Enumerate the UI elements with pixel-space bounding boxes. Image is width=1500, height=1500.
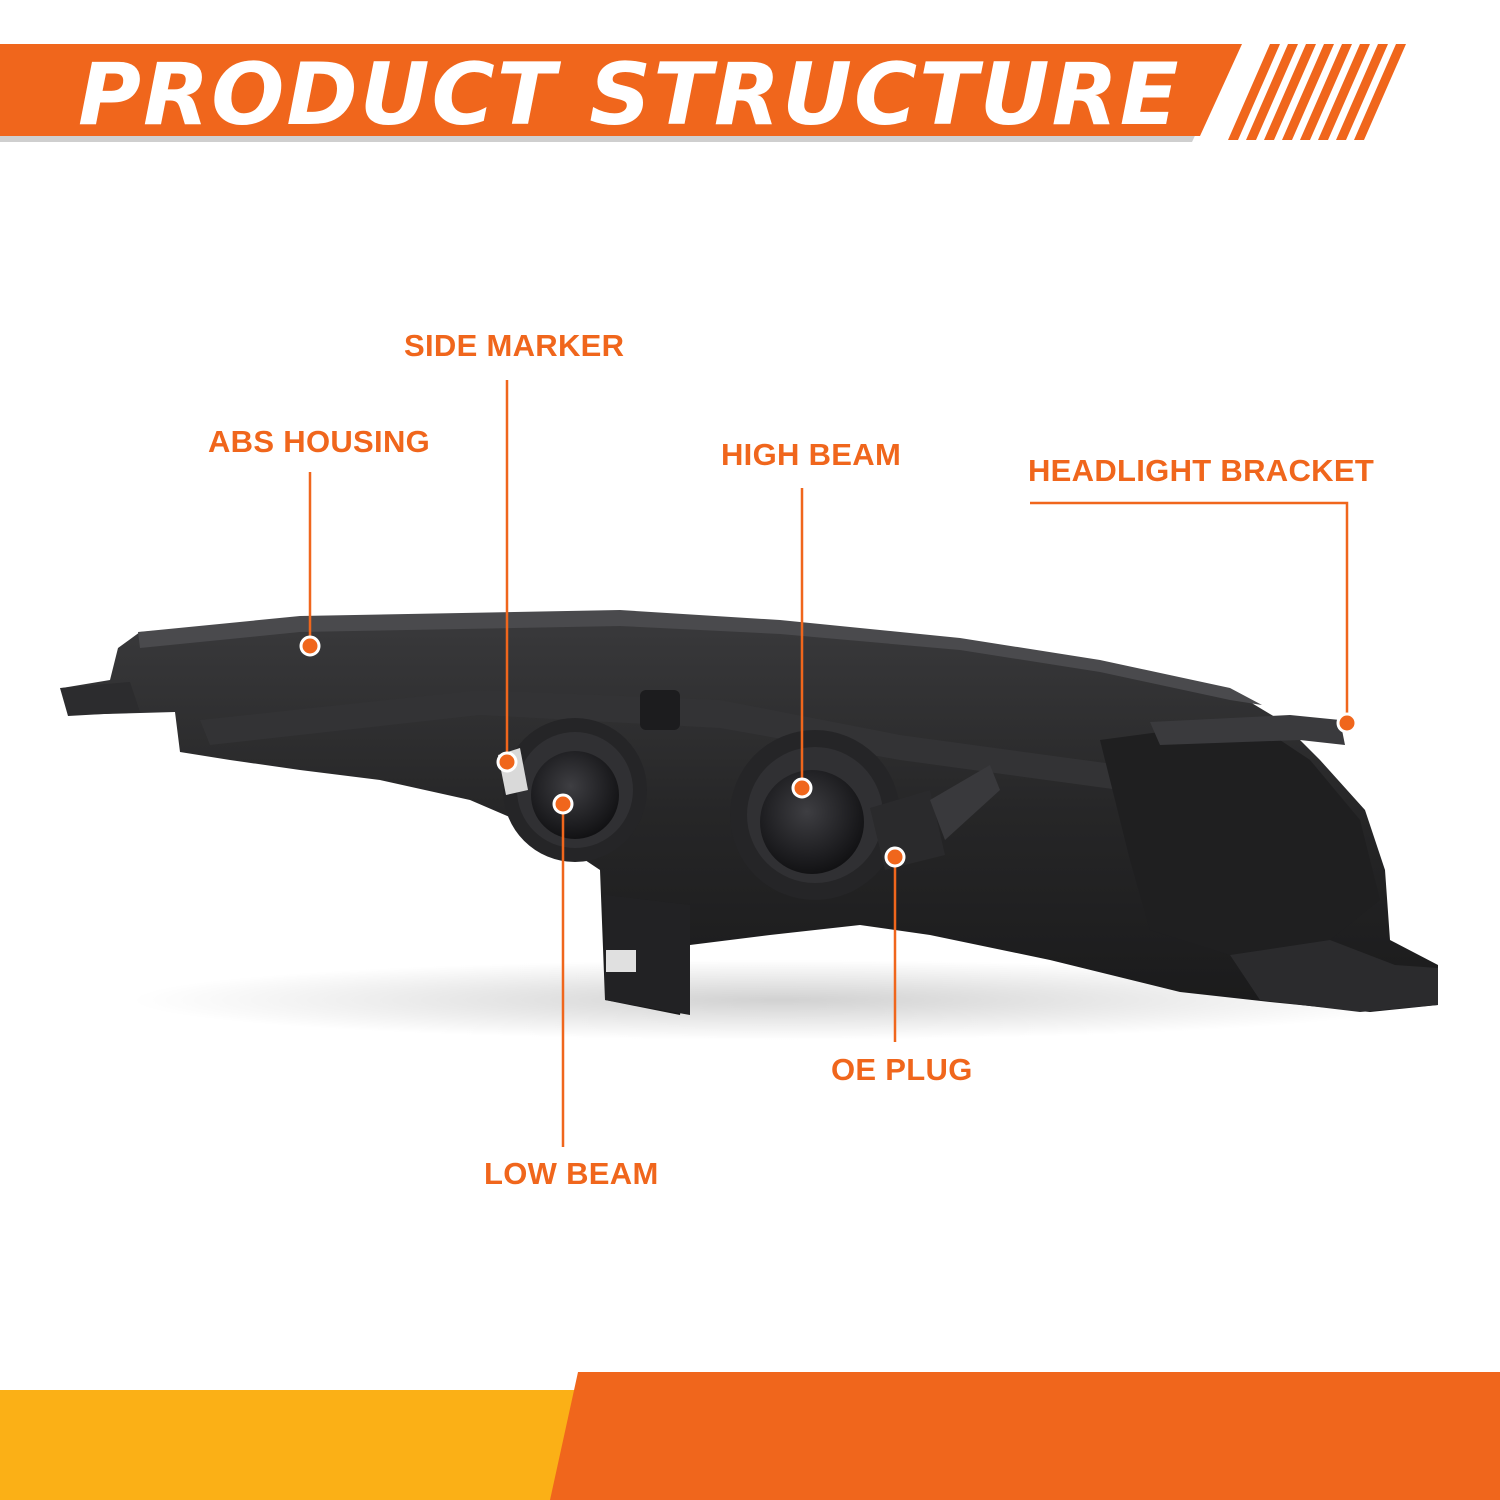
dot-oe-plug <box>884 846 906 868</box>
header-banner <box>0 44 1406 142</box>
footer-band <box>0 1372 1500 1500</box>
label-high-beam: HIGH BEAM <box>721 437 902 472</box>
dot-low-beam <box>552 793 574 815</box>
label-headlight-bracket: HEADLIGHT BRACKET <box>1028 453 1375 488</box>
page-title: PRODUCT STRUCTURE <box>78 45 1181 145</box>
dot-abs-housing <box>299 635 321 657</box>
label-abs-housing: ABS HOUSING <box>208 424 431 459</box>
label-side-marker: SIDE MARKER <box>404 328 625 363</box>
leader-lines <box>308 380 1349 1147</box>
dot-side-marker <box>496 751 518 773</box>
label-oe-plug: OE PLUG <box>831 1052 973 1087</box>
dot-headlight-bracket <box>1336 712 1358 734</box>
callout-dots <box>299 635 1358 868</box>
headlight-image <box>60 610 1438 1040</box>
dot-high-beam <box>791 777 813 799</box>
banner-stripes <box>1228 44 1406 140</box>
label-low-beam: LOW BEAM <box>484 1156 659 1191</box>
